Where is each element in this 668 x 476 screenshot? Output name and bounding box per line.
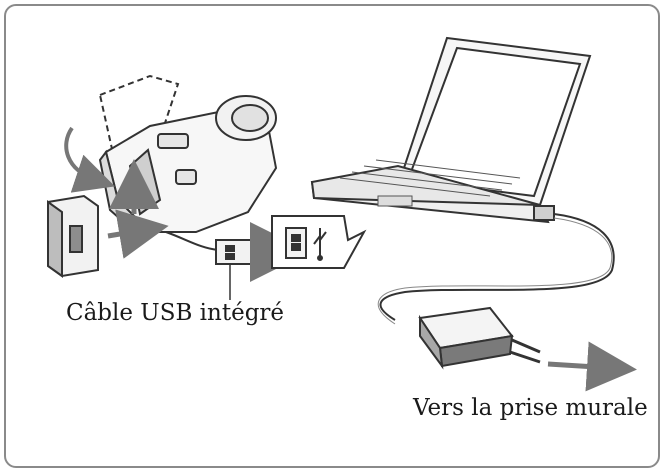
camcorder-icon [64,74,278,259]
wall-outlet-label: Vers la prise murale [413,395,648,421]
battery-icon [47,194,99,278]
arrow-icon [547,341,637,392]
ac-adapter-icon [418,306,541,370]
usb-plug-icon [215,239,253,300]
laptop-icon [310,36,592,224]
usb-symbol-icon [313,228,327,261]
usb-port-icon [271,215,367,269]
usb-cable-label: Câble USB intégré [66,300,285,326]
adapter-cable [379,213,615,321]
usb-cable [165,231,219,251]
